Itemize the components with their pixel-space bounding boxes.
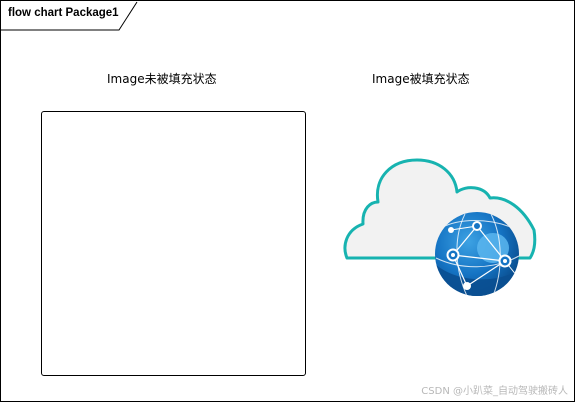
package-title: flow chart Package1 (8, 7, 119, 19)
csdn-watermark: CSDN @小趴菜_自动驾驶搬砖人 (421, 386, 568, 397)
package-tab (1, 1, 138, 31)
cloud-globe-icon[interactable] (341, 158, 537, 298)
globe-icon (435, 212, 519, 296)
empty-image-element[interactable] (41, 111, 306, 376)
filled-image-label: Image被填充状态 (372, 72, 470, 86)
empty-image-label: Image未被填充状态 (107, 72, 217, 86)
